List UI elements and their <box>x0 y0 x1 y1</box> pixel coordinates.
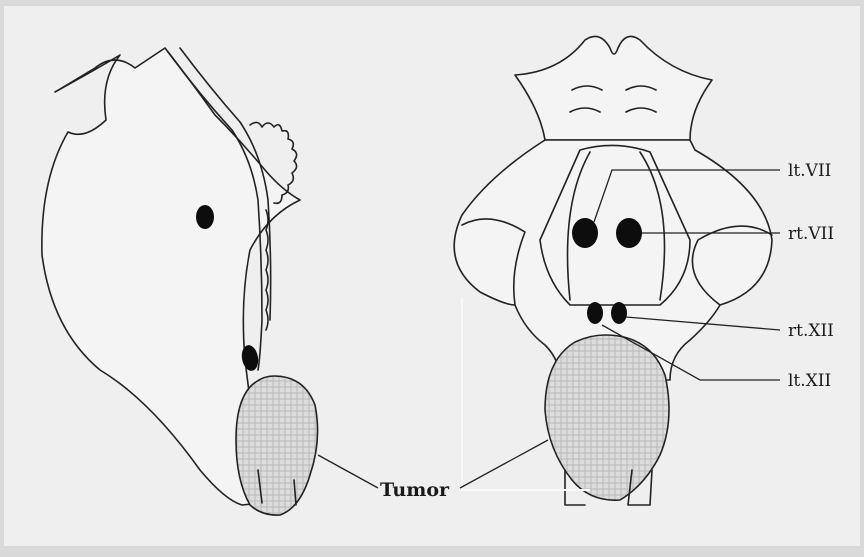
label-tumor: Tumor <box>380 479 450 501</box>
label-lt-vii: lt.VII <box>788 161 831 181</box>
label-lt-xii: lt.XII <box>788 371 831 391</box>
label-rt-xii: rt.XII <box>788 321 834 341</box>
lt-vii-nucleus <box>572 218 598 248</box>
sagittal-vii-nucleus <box>196 205 214 229</box>
rt-vii-nucleus <box>616 218 642 248</box>
label-rt-vii: rt.VII <box>788 224 834 244</box>
rt-xii-nucleus <box>611 302 627 324</box>
lt-xii-nucleus <box>587 302 603 324</box>
